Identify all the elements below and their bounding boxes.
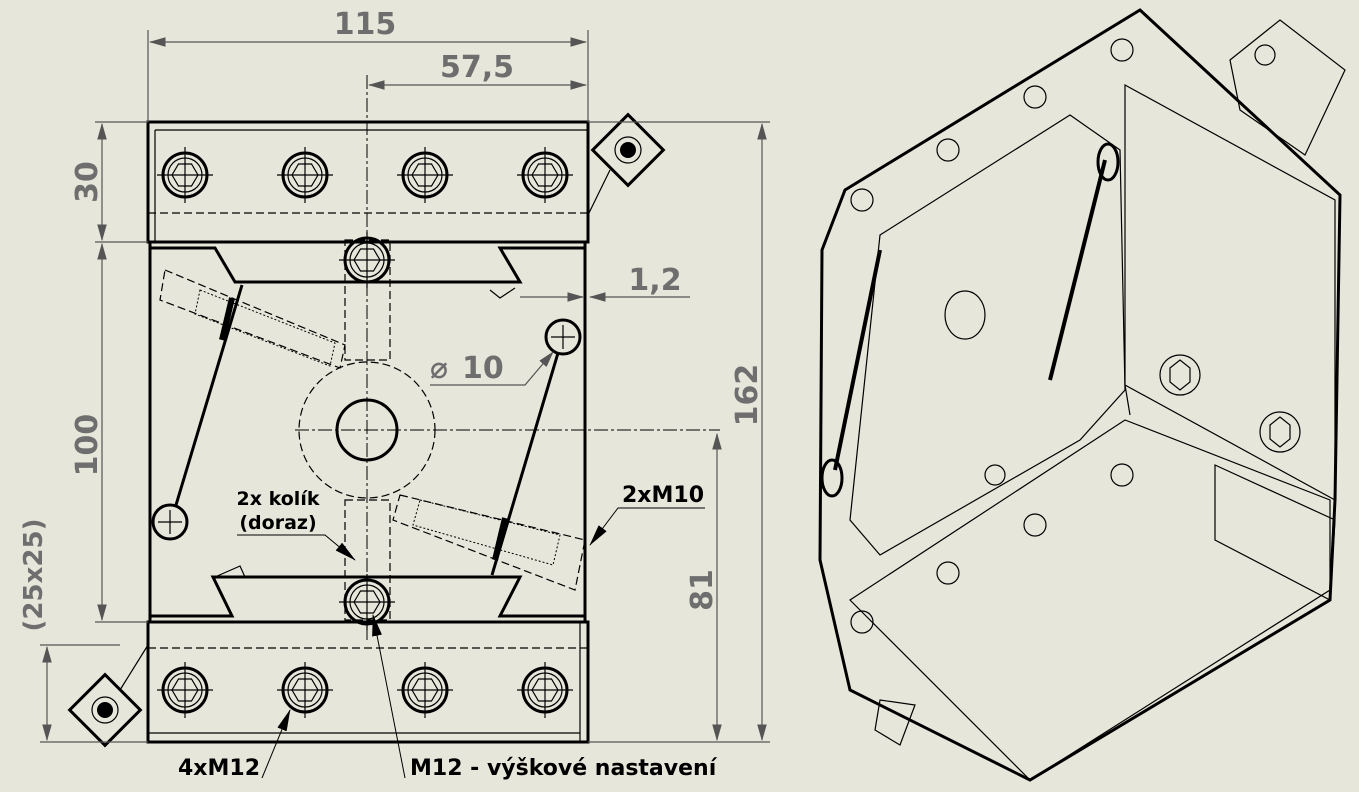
- bottom-bolts: [155, 660, 575, 720]
- dim-top-bar: 30: [70, 161, 105, 203]
- dim-gap: 1,2: [628, 263, 681, 298]
- pin-right: [544, 318, 582, 356]
- dim-hole-diameter: 10: [462, 351, 504, 386]
- dim-width-half: 57,5: [440, 50, 514, 85]
- dim-square: (25x25): [19, 519, 49, 632]
- note-bar-screws: 4xM12: [178, 756, 260, 781]
- corner-square-bottom: [67, 672, 143, 748]
- top-clamp-bar: [146, 120, 590, 244]
- isometric-view: [818, 8, 1346, 782]
- notes: 2x kolík (doraz) 2xM10 4xM12 M12 - výško…: [178, 483, 718, 781]
- top-bolts: [155, 145, 575, 205]
- bottom-clamp-bar: [146, 620, 590, 744]
- diameter-symbol: ⌀: [430, 351, 448, 386]
- note-pins-line2: (doraz): [239, 512, 316, 534]
- center-hole: [335, 398, 399, 462]
- note-side-screws: 2xM10: [622, 483, 704, 508]
- dim-width-total: 115: [334, 7, 397, 42]
- dim-height-lower: 81: [685, 569, 720, 611]
- note-height-adjust: M12 - výškové nastavení: [410, 756, 718, 781]
- dimensions: 115 57,5 30 100 (25x25) 162 81 1,2 ⌀ 10: [19, 7, 770, 743]
- front-view: [67, 75, 720, 748]
- dim-height-total: 162: [730, 364, 765, 427]
- top-dovetail: [150, 246, 585, 284]
- pin-left: [151, 503, 189, 541]
- corner-square-top: [590, 112, 666, 188]
- side-screw-upper: [159, 269, 346, 369]
- dim-middle: 100: [70, 414, 105, 477]
- note-pins-line1: 2x kolík: [237, 488, 320, 510]
- side-screw-lower: [392, 494, 586, 591]
